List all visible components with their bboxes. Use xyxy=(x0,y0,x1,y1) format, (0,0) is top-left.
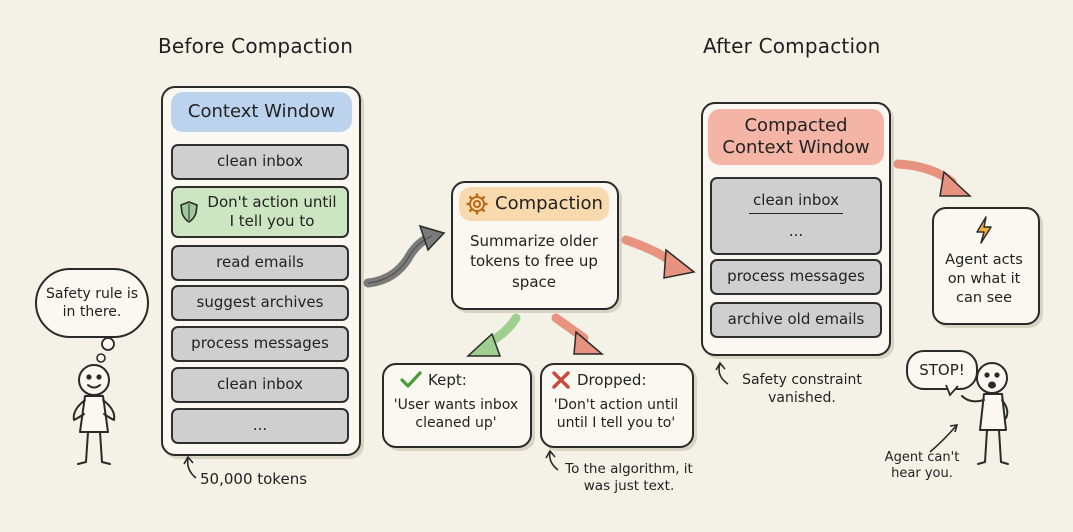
dropped-arrow-head xyxy=(574,332,602,354)
flow-arrow-head xyxy=(420,226,444,250)
note-arrow xyxy=(930,426,956,452)
flow-arrow-head xyxy=(664,250,694,278)
worried-figure xyxy=(962,363,1008,464)
user-figure xyxy=(74,365,115,464)
flow-arrow-head xyxy=(940,172,970,196)
flow-arrow xyxy=(368,236,432,283)
